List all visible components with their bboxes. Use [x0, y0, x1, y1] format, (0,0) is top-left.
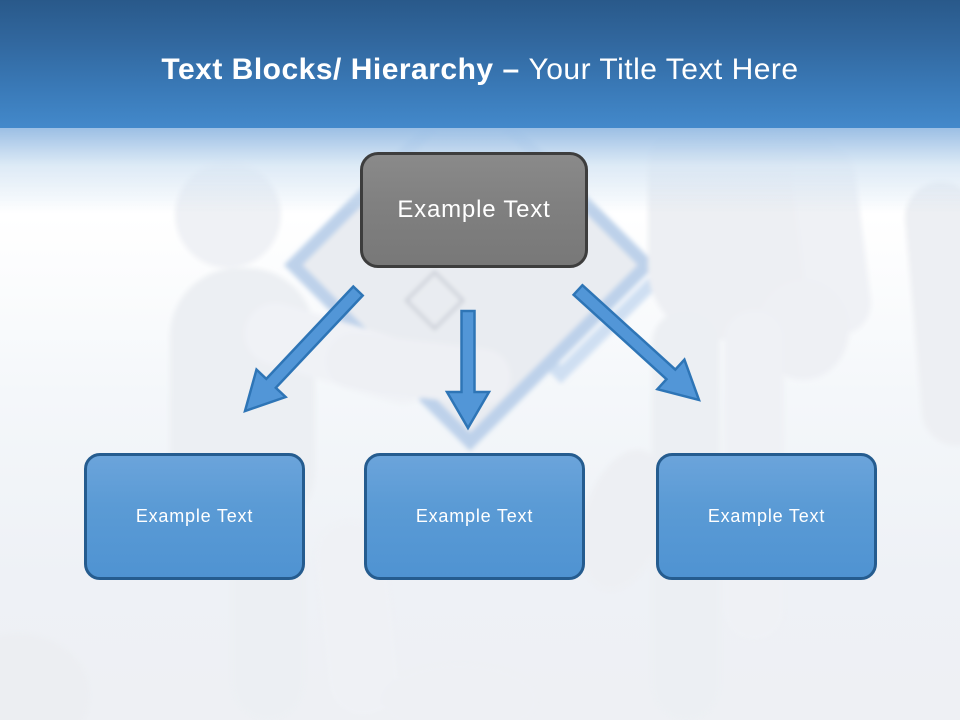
hierarchy-child-box-3[interactable]: Example Text	[656, 453, 877, 580]
arrow-middle[interactable]	[444, 309, 492, 431]
slide-title-regular: Your Title Text Here	[528, 53, 799, 86]
hierarchy-child-box-2[interactable]: Example Text	[364, 453, 585, 580]
child-box-label: Example Text	[707, 506, 826, 526]
arrow-right[interactable]	[571, 283, 701, 402]
corner-blob	[0, 633, 90, 720]
child-box-label: Example Text	[135, 506, 254, 526]
root-box-label: Example Text	[397, 196, 551, 223]
arrow-left[interactable]	[243, 284, 365, 413]
hierarchy-child-box-1[interactable]: Example Text	[84, 453, 305, 580]
far-right-arm	[905, 181, 960, 446]
left-person-foot	[382, 664, 538, 720]
hierarchy-root-box[interactable]: Example Text	[360, 152, 588, 268]
slide-title[interactable]: Text Blocks/ Hierarchy – Your Title Text…	[0, 51, 960, 89]
slide-title-bold: Text Blocks/ Hierarchy –	[161, 53, 529, 86]
child-box-label: Example Text	[415, 506, 534, 526]
right-person-hand	[757, 280, 849, 380]
